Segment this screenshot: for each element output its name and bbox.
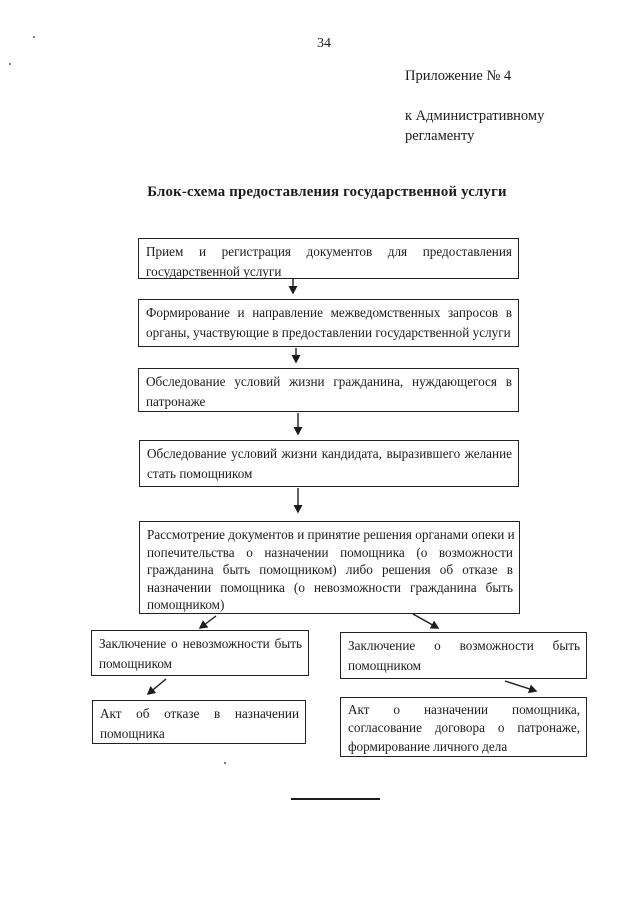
box-text-line: Обследование условий жизни гражданина, н… — [146, 374, 512, 389]
box-text-line: Акт об отказе в назначении — [100, 706, 299, 721]
box-text-line: Заключение о невозможности быть — [99, 636, 302, 651]
box-text-line: согласование договора о патронаже, — [348, 720, 580, 736]
box-text-line: попечительства о назначении помощника (о… — [147, 544, 513, 560]
flow-box-refusal-act: Акт об отказе в назначении помощника — [92, 700, 306, 744]
box-text-line: Формирование и направление межведомствен… — [146, 305, 512, 320]
box-text-line: помощника — [100, 725, 165, 741]
flow-box-citizen-inspection: Обследование условий жизни гражданина, н… — [138, 368, 519, 412]
arrow-diagonal-left-icon — [146, 678, 167, 695]
page-title: Блок-схема предоставления государственно… — [147, 184, 507, 200]
box-text-line: назначении помощника (о невозможности гр… — [147, 579, 513, 595]
flow-box-interagency-requests: Формирование и направление межведомствен… — [138, 299, 519, 347]
scan-speck — [224, 762, 226, 764]
flow-box-reception: Прием и регистрация документов для предо… — [138, 238, 519, 279]
arrow-diagonal-left-icon — [198, 615, 217, 629]
box-text-line: гражданина быть помощником) либо решения… — [147, 562, 513, 578]
box-text-line: Обследование условий жизни кандидата, вы… — [147, 446, 512, 461]
box-text-line: помощником — [348, 657, 422, 673]
flow-box-appointment-act: Акт о назначении помощника, согласование… — [340, 697, 587, 757]
arrow-diagonal-right-icon — [504, 680, 538, 694]
arrow-diagonal-right-icon — [412, 613, 440, 629]
flow-box-candidate-inspection: Обследование условий жизни кандидата, вы… — [139, 440, 519, 487]
box-text-line: стать помощником — [147, 465, 253, 481]
scan-speck — [9, 63, 11, 65]
footnote-divider — [291, 798, 380, 800]
appendix-block: Приложение № 4 к Административному регла… — [405, 66, 605, 146]
appendix-line: регламенту — [405, 128, 475, 144]
scan-speck — [33, 36, 35, 38]
box-text-line: Рассмотрение документов и принятие решен… — [147, 527, 515, 542]
page-number: 34 — [317, 36, 331, 51]
box-text-line: органы, участвующие в предоставлении гос… — [146, 324, 511, 340]
appendix-line: к Административному — [405, 108, 545, 124]
box-text-line: помощником) — [147, 597, 225, 613]
box-text-line: Прием и регистрация документов для предо… — [146, 244, 512, 259]
box-text-line: помощником — [99, 655, 173, 671]
flow-box-conclusion-positive: Заключение о возможности быть помощником — [340, 632, 587, 679]
box-text-line: государственной услуги — [146, 263, 282, 279]
box-text-line: Акт о назначении помощника, — [348, 702, 580, 717]
flow-box-decision: Рассмотрение документов и принятие решен… — [139, 521, 520, 614]
flow-box-conclusion-negative: Заключение о невозможности быть помощник… — [91, 630, 309, 676]
box-text-line: формирование личного дела — [348, 738, 508, 754]
appendix-line: Приложение № 4 — [405, 68, 512, 84]
box-text-line: патронаже — [146, 393, 206, 409]
box-text-line: Заключение о возможности быть — [348, 638, 580, 653]
